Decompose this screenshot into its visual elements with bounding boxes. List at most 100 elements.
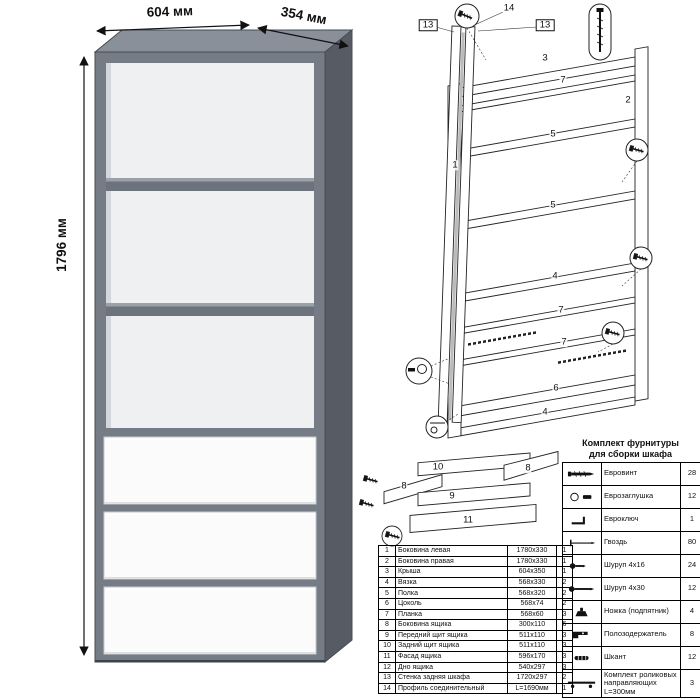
part-name: Крыша	[395, 566, 508, 578]
shelf-panel	[460, 118, 636, 159]
part-number: 4	[378, 576, 396, 589]
cam-lock-icon	[417, 364, 427, 374]
parts-row: 8 Боковина ящика 300х110 6	[378, 619, 573, 631]
part-name: Дно ящика	[395, 661, 508, 674]
part-size: 1780х330	[507, 545, 557, 557]
drawer-side-panel	[383, 474, 443, 505]
part-name: Вязка	[395, 576, 508, 589]
cap-plug-icon	[570, 492, 592, 501]
hardware-icon-cell	[562, 507, 602, 532]
hardware-icon-cell	[562, 461, 602, 486]
hardware-name: Еврозаглушка	[601, 484, 681, 509]
width-dimension-arrow	[96, 20, 250, 36]
part-number: 3	[378, 566, 396, 578]
part-number: 1	[378, 545, 396, 557]
hardware-icon-cell	[562, 530, 602, 555]
hardware-kit-panel: Комплект фурнитуры для сборки шкафа	[562, 438, 700, 699]
part-name: Боковина левая	[395, 545, 508, 557]
hex-key-icon	[571, 516, 585, 524]
hardware-name: Евровинт	[601, 461, 681, 486]
cam-dowel-icon	[408, 368, 415, 372]
cabinet-illustration	[93, 28, 354, 664]
runner-holder-icon	[572, 631, 588, 638]
hardware-icon-cell	[562, 622, 602, 647]
height-dimension-label: 1796 мм	[54, 218, 69, 272]
drawer-front-inner-panel	[417, 482, 531, 507]
parts-row: 10 Задний щит ящика 511х110 3	[378, 640, 573, 652]
part-size: 540х297	[507, 661, 557, 674]
part-size: 1720х297	[507, 672, 557, 684]
part-name: Боковина правая	[395, 555, 508, 568]
parts-row: 2 Боковина правая 1780х330 1	[378, 555, 573, 568]
drawer-front	[103, 436, 317, 505]
shelf-edge-highlight	[106, 303, 314, 307]
screw-large-icon	[568, 585, 595, 592]
hardware-name: Шуруп 4х16	[601, 553, 681, 578]
drawer-exploded-diagram	[358, 450, 559, 547]
detail-circle-roller	[425, 415, 449, 439]
cabinet-interior-back	[106, 63, 314, 428]
parts-row: 12 Дно ящика 540х297 3	[378, 661, 573, 674]
part-name: Фасад ящика	[395, 650, 508, 663]
hardware-qty: 28	[680, 461, 700, 486]
hardware-name: Ножка (подпятник)	[601, 599, 681, 624]
part-size: 511х110	[507, 629, 557, 642]
hardware-qty: 4	[680, 599, 700, 624]
hardware-kit-title: Комплект фурнитуры для сборки шкафа	[562, 438, 699, 460]
part-size: 568х60	[507, 608, 557, 621]
width-dimension-label: 604 мм	[146, 3, 193, 20]
part-name: Полка	[395, 587, 508, 599]
hardware-name: Евроключ	[601, 507, 681, 532]
long-screw-icon	[596, 8, 604, 52]
hardware-icon-cell	[562, 645, 602, 670]
interior-shadow	[106, 63, 111, 428]
roller-icon	[430, 426, 438, 434]
side-panel-right	[634, 46, 649, 402]
hardware-row: Шуруп 4х30 12	[562, 576, 700, 601]
parts-row: 1 Боковина левая 1780х330 1	[378, 545, 573, 557]
part-number: 5	[378, 587, 396, 599]
hardware-icon-cell	[562, 484, 602, 509]
part-number: 7	[378, 608, 396, 621]
part-number: 9	[378, 629, 396, 642]
screw-small-icon	[569, 562, 586, 569]
part-number: 6	[378, 597, 396, 610]
hardware-name: Гвоздь	[601, 530, 681, 555]
hardware-row: Полозодержатель 8	[562, 622, 700, 647]
hardware-row: Еврозаглушка 12	[562, 484, 700, 509]
hardware-kit-title-line1: Комплект фурнитуры	[582, 438, 679, 448]
hardware-row: Евроключ 1	[562, 507, 700, 532]
hardware-row: Комплект роликовых направляющих L=300мм …	[562, 668, 700, 699]
hardware-name: Шуруп 4х30	[601, 576, 681, 601]
part-number: 8	[378, 619, 396, 631]
cabinet-top-face	[93, 29, 354, 53]
parts-row: 5 Полка 568х320 2	[378, 587, 573, 599]
part-number: 10	[378, 640, 396, 652]
hardware-row: Ножка (подпятник) 4	[562, 599, 700, 624]
exploded-assembly-diagram	[405, 3, 653, 439]
hardware-name: Полозодержатель	[601, 622, 681, 647]
part-number: 13	[378, 672, 396, 684]
dimension-annotations	[79, 20, 349, 656]
shelf-panel	[460, 190, 636, 231]
drawer-front	[103, 586, 317, 655]
confirmat-screw-icon	[567, 470, 595, 477]
part-number: 2	[378, 555, 396, 568]
parts-row: 7 Планка 568х60 3	[378, 608, 573, 621]
part-size: 596х170	[507, 650, 557, 663]
drawer-rail	[558, 349, 628, 364]
part-size: 511х110	[507, 640, 557, 652]
hardware-qty: 12	[680, 576, 700, 601]
hardware-icon-cell	[562, 599, 602, 624]
hardware-icon-cell	[562, 553, 602, 578]
foot-icon	[575, 607, 588, 616]
parts-row: 9 Передний щит ящика 511х110 3	[378, 629, 573, 642]
parts-row: 6 Цоколь 568х74 2	[378, 597, 573, 610]
hardware-qty: 8	[680, 622, 700, 647]
shelf-edge-highlight	[106, 178, 314, 182]
hardware-qty: 12	[680, 645, 700, 670]
hardware-icon-cell	[562, 668, 602, 699]
parts-row: 14 Профиль соединительный L=1690мм 1	[378, 682, 573, 695]
nail-icon	[570, 539, 596, 546]
